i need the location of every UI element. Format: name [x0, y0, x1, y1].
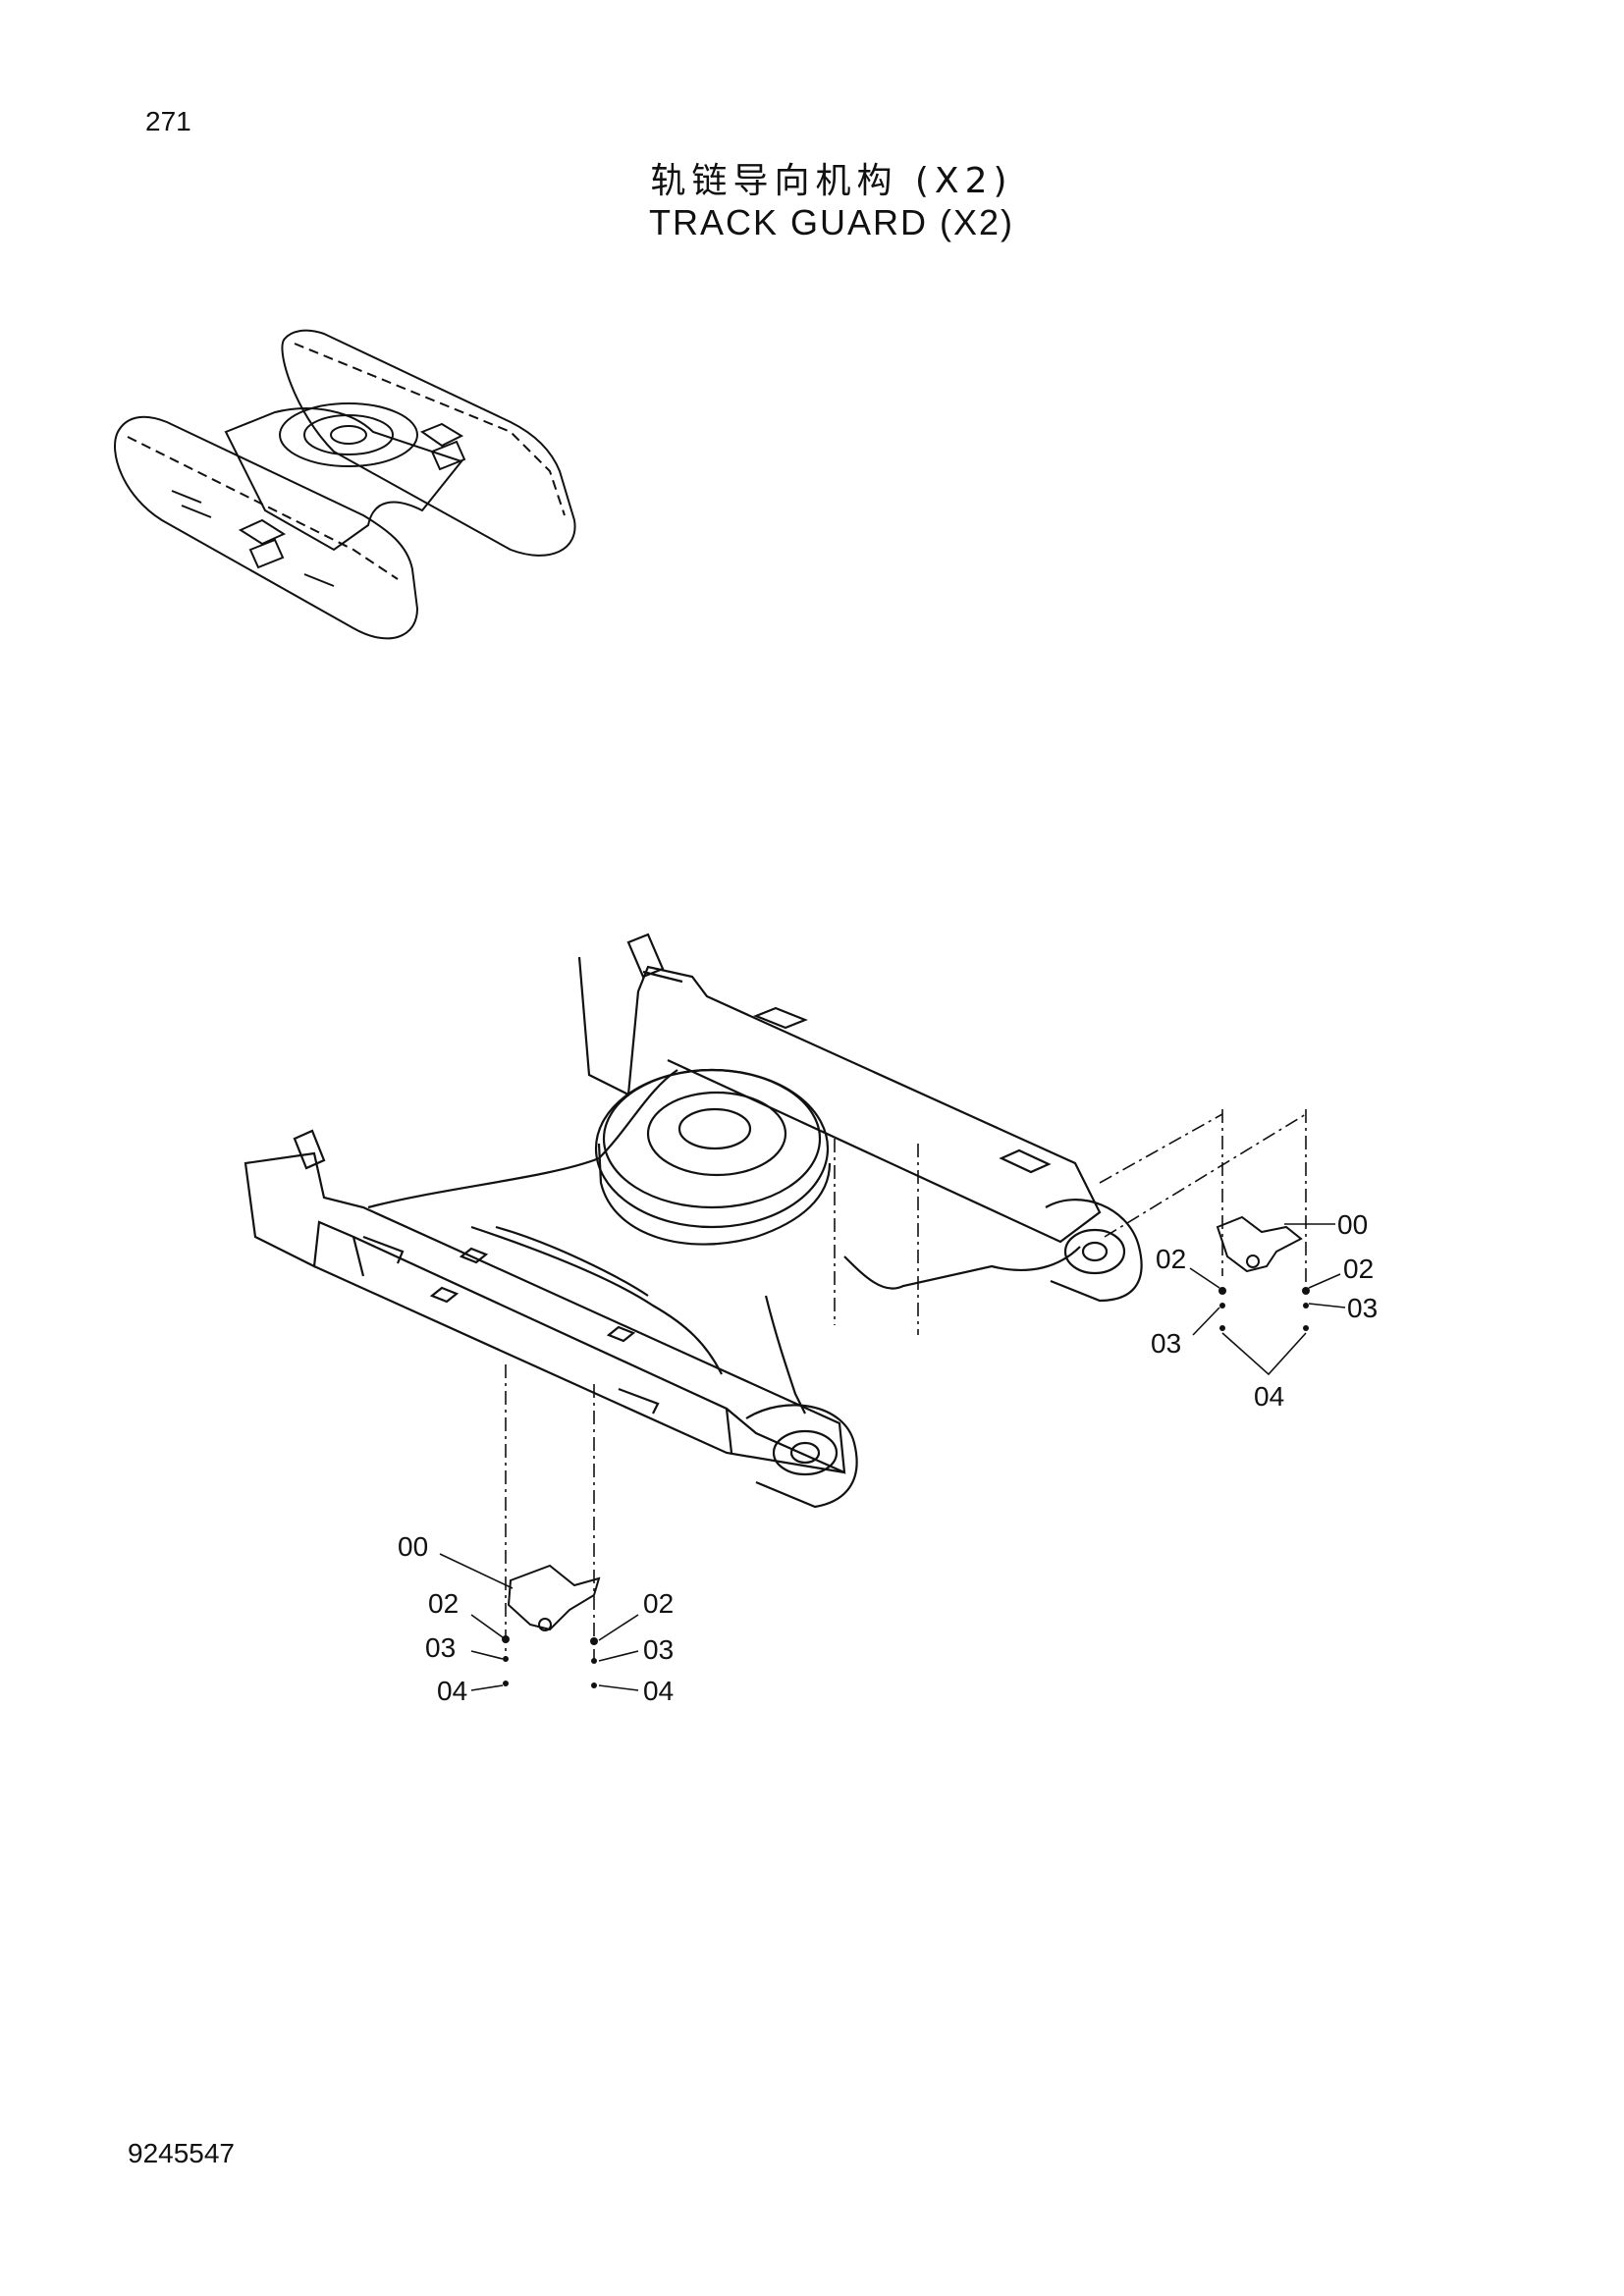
track-guard-part-left: [507, 1564, 601, 1631]
callout-02-right-a: 02: [1156, 1244, 1186, 1274]
callout-02-right-b: 02: [1343, 1254, 1374, 1284]
document-number: 9245547: [128, 2138, 236, 2168]
callout-00-right: 00: [1337, 1209, 1368, 1240]
callout-labels-left: 00 02 02 03 03 04 04: [398, 1531, 674, 1706]
callout-04-right: 04: [1254, 1381, 1284, 1412]
page-number: 271: [145, 106, 191, 136]
assembly-leader-lines: [505, 1109, 1307, 1659]
callout-02-left-a: 02: [428, 1588, 459, 1619]
callout-labels-right: 00 02 02 03 03 04: [1151, 1209, 1378, 1412]
callout-04-left-a: 04: [437, 1676, 467, 1706]
track-guard-part-right: [1216, 1215, 1303, 1273]
callout-04-left-b: 04: [643, 1676, 674, 1706]
track-frame-illustration: [244, 933, 1143, 1509]
callout-leaders: [439, 1223, 1346, 1691]
callout-03-left-b: 03: [643, 1634, 674, 1665]
callout-02-left-b: 02: [643, 1588, 674, 1619]
callout-03-right-a: 03: [1151, 1328, 1181, 1359]
callout-03-left-a: 03: [425, 1632, 456, 1663]
callout-03-right-b: 03: [1347, 1293, 1378, 1323]
title-english: TRACK GUARD (X2): [648, 202, 1015, 242]
overview-undercarriage-illustration: [114, 329, 576, 640]
fastener-dots: [502, 1287, 1310, 1688]
callout-00-left: 00: [398, 1531, 428, 1562]
title-chinese: 轨链导向机构 (X2): [650, 161, 1013, 201]
